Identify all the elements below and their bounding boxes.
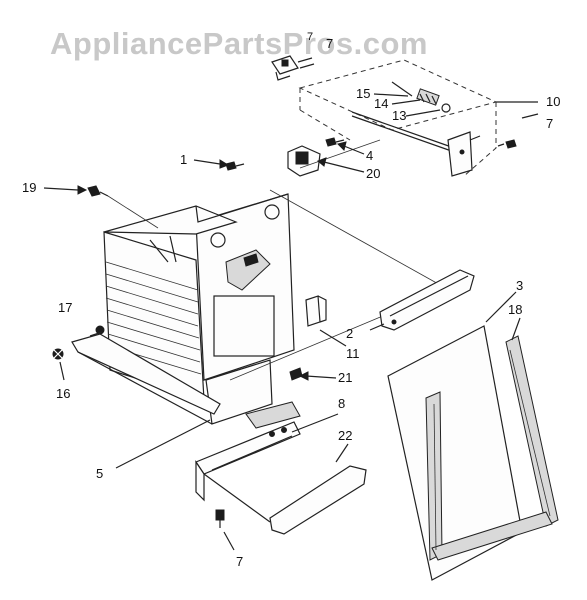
callout-7-bottom: 7 bbox=[236, 554, 243, 569]
callout-18: 18 bbox=[508, 302, 522, 317]
screw-7-right bbox=[497, 139, 517, 149]
callout-2: 2 bbox=[346, 326, 353, 341]
callout-16: 16 bbox=[56, 386, 70, 401]
actuator-part-20 bbox=[287, 145, 321, 177]
callout-21: 21 bbox=[338, 370, 352, 385]
callout-7-upper: 7 bbox=[307, 31, 313, 43]
callout-19: 19 bbox=[22, 180, 36, 195]
callout-11: 11 bbox=[346, 346, 360, 361]
callout-labels: 1 2 3 4 5 7 7 7 7 8 10 11 13 14 15 16 17… bbox=[22, 31, 560, 569]
callout-5: 5 bbox=[96, 466, 103, 481]
callout-17: 17 bbox=[58, 300, 72, 315]
callout-1: 1 bbox=[180, 152, 187, 167]
rod-and-spring-assembly bbox=[351, 81, 481, 177]
lever-part-2 bbox=[379, 269, 475, 331]
dispenser-paddle-22 bbox=[195, 421, 367, 535]
callout-8: 8 bbox=[338, 396, 345, 411]
watermark: AppliancePartsPros.com bbox=[50, 26, 428, 61]
cover-plate-8 bbox=[245, 401, 301, 429]
screw-16 bbox=[52, 348, 64, 360]
callout-arrows bbox=[43, 93, 539, 551]
base-tray bbox=[71, 333, 221, 425]
callout-10: 10 bbox=[546, 94, 560, 109]
door-gasket-18 bbox=[425, 335, 559, 561]
callout-22: 22 bbox=[338, 428, 352, 443]
callout-3: 3 bbox=[516, 278, 523, 293]
callout-7-right: 7 bbox=[546, 116, 553, 131]
callout-15: 15 bbox=[356, 86, 370, 101]
callout-20: 20 bbox=[366, 166, 380, 181]
callout-4: 4 bbox=[366, 148, 373, 163]
callout-13: 13 bbox=[392, 108, 406, 123]
screw-19 bbox=[87, 185, 109, 197]
bracket-11 bbox=[305, 295, 327, 327]
screw-7-bottom bbox=[215, 509, 225, 528]
screw-1 bbox=[225, 161, 245, 171]
callout-14: 14 bbox=[374, 96, 388, 111]
screw-4 bbox=[325, 137, 345, 147]
callout-7-top: 7 bbox=[326, 36, 333, 51]
dispenser-housing bbox=[103, 193, 295, 425]
screw-21 bbox=[289, 367, 303, 381]
top-bracket-part bbox=[271, 55, 315, 81]
